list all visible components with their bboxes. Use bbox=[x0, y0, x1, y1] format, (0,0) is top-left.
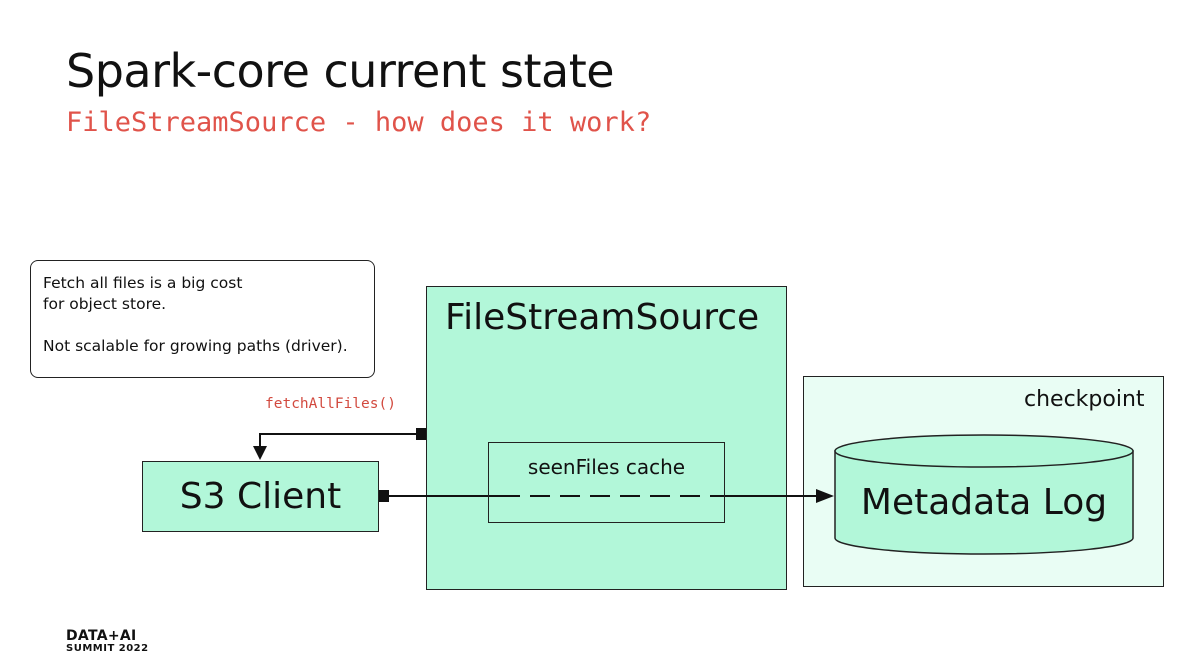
metadata-log-label: Metadata Log bbox=[860, 482, 1108, 523]
summit-logo-line-2: SUMMIT 2022 bbox=[66, 643, 149, 654]
summit-logo-line-1: DATA+AI bbox=[66, 628, 137, 644]
note-callout: Fetch all files is a big cost for object… bbox=[30, 260, 375, 378]
fetch-arrow bbox=[253, 428, 426, 460]
seenfiles-cache-box bbox=[488, 442, 725, 523]
slide-subtitle: FileStreamSource - how does it work? bbox=[66, 107, 652, 138]
checkpoint-label: checkpoint bbox=[1024, 387, 1145, 412]
fetch-all-files-label: fetchAllFiles() bbox=[265, 396, 396, 412]
s3-client-label: S3 Client bbox=[179, 476, 342, 517]
seenfiles-cache-label: seenFiles cache bbox=[527, 455, 686, 479]
note-line-1: Fetch all files is a big cost bbox=[43, 274, 243, 292]
filestreamsource-label: FileStreamSource bbox=[445, 297, 760, 338]
filestreamsource-box bbox=[426, 286, 787, 590]
note-line-3: Not scalable for growing paths (driver). bbox=[43, 337, 348, 355]
s3-client-box: S3 Client bbox=[142, 461, 379, 532]
note-line-2: for object store. bbox=[43, 295, 167, 313]
slide-title: Spark-core current state bbox=[66, 44, 615, 98]
